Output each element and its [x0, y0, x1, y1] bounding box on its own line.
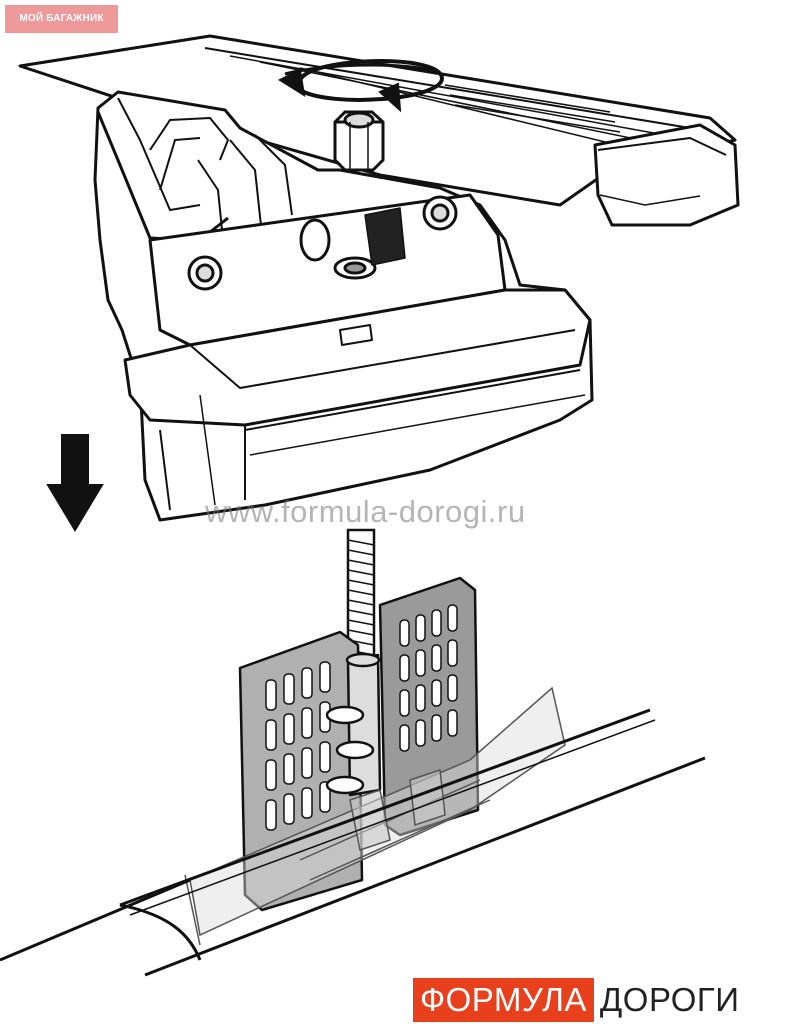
logo-part-accent: ФОРМУЛА — [413, 978, 594, 1022]
car-roof-edge — [0, 708, 706, 977]
logo-part-plain: ДОРОГИ — [599, 981, 740, 1018]
down-arrow-icon — [46, 434, 104, 532]
watermark-text: www.formula-dorogi.ru — [205, 494, 526, 529]
brand-badge: МОЙ БАГАЖНИК — [5, 5, 118, 33]
brand-logo: ФОРМУЛА ДОРОГИ — [413, 978, 745, 1022]
rubber-pad — [238, 576, 480, 912]
rotate-arrow-icon — [277, 59, 445, 113]
rack-foot — [93, 90, 594, 522]
bolt-head — [333, 110, 385, 172]
